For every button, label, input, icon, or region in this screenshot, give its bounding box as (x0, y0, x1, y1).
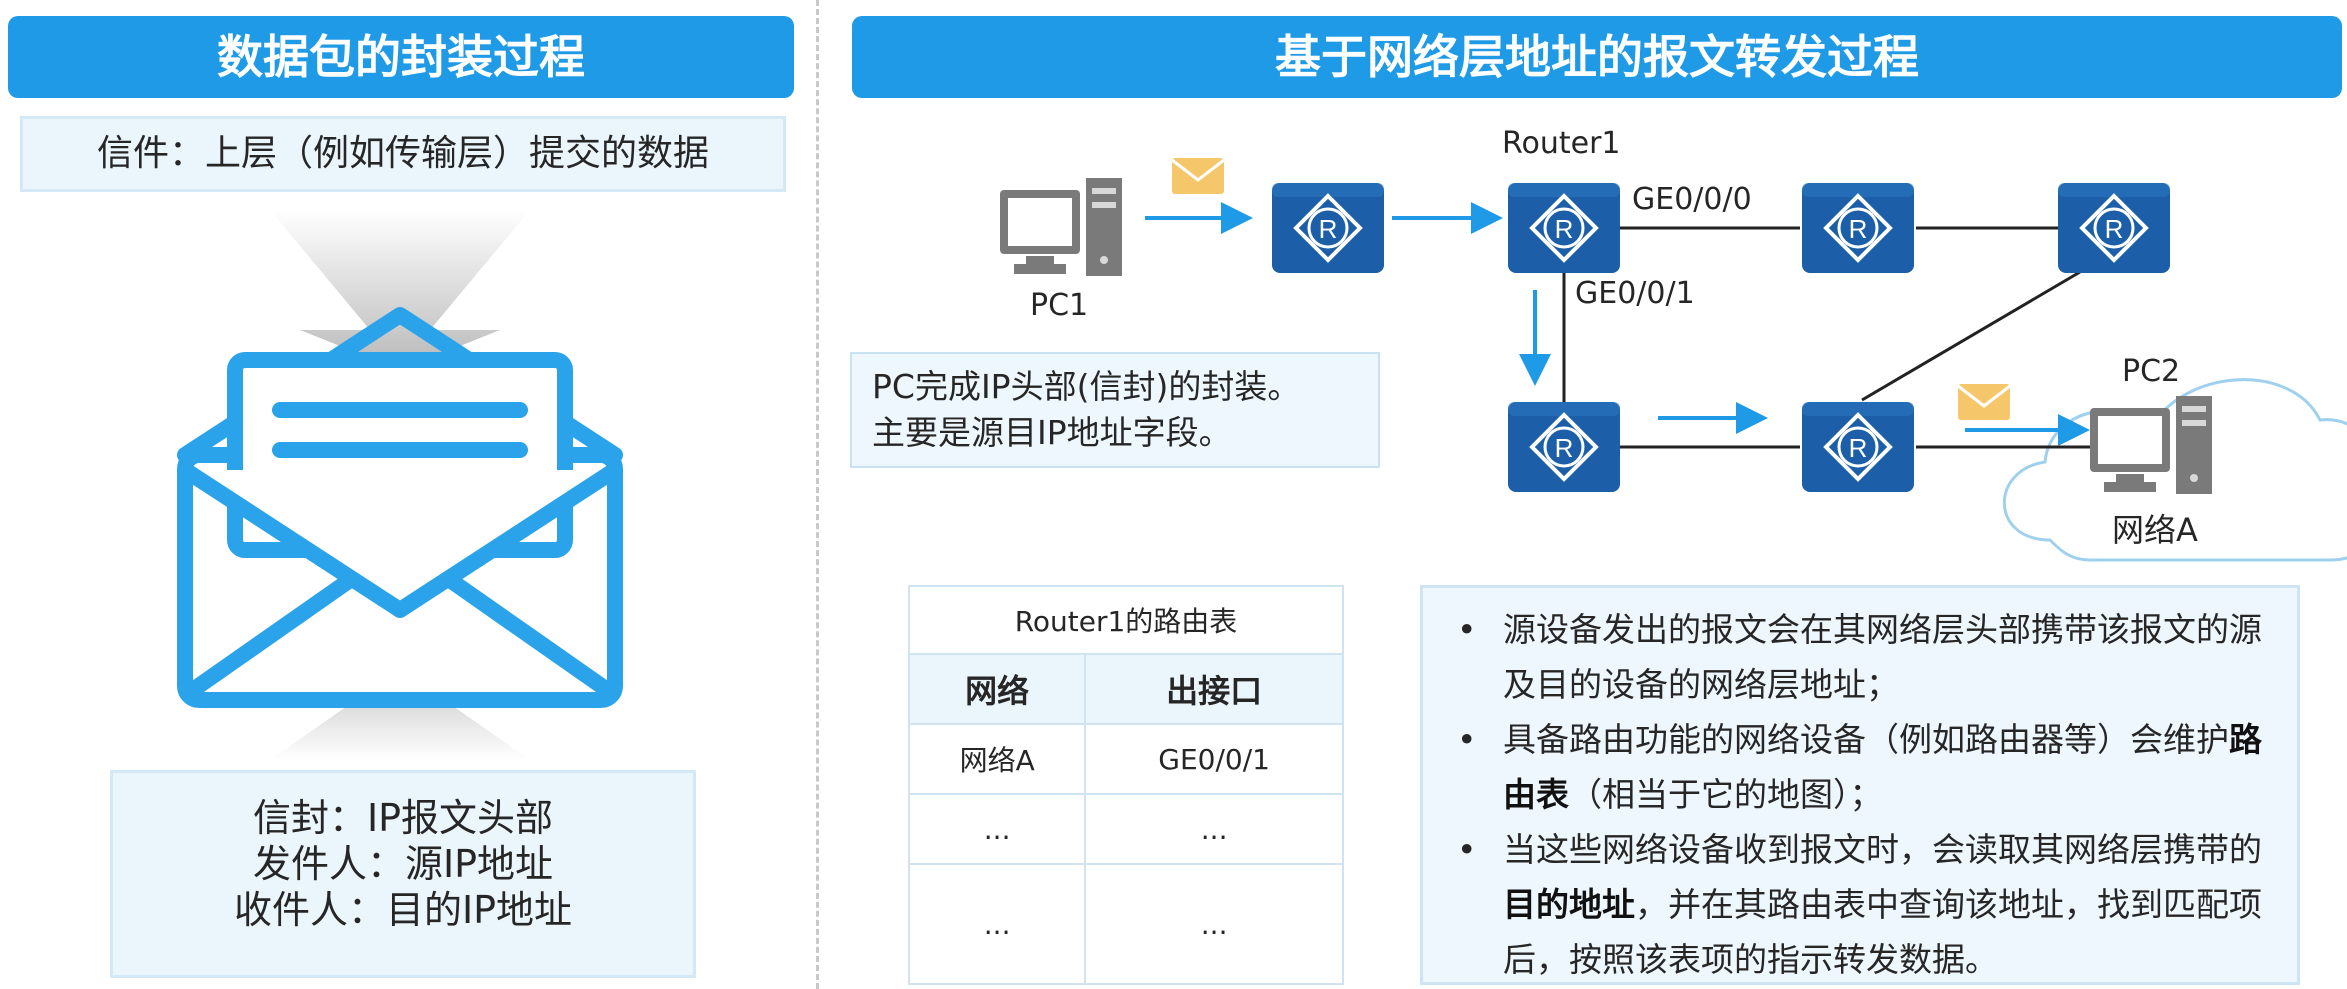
network-a-label: 网络A (2112, 511, 2198, 549)
list-item: • 当这些网络设备收到报文时，会读取其网络层携带的目的地址，并在其路由表中查询该… (1443, 822, 2277, 987)
table-row: ... ... (907, 863, 1344, 985)
router-icon (1800, 181, 1916, 275)
routing-table-header-interface: 出接口 (1084, 653, 1344, 725)
forwarding-notes: • 源设备发出的报文会在其网络层头部携带该报文的源及目的设备的网络层地址； • … (1420, 585, 2300, 985)
list-item: • 源设备发出的报文会在其网络层头部携带该报文的源及目的设备的网络层地址； (1443, 602, 2277, 712)
pc-icon (1000, 178, 1122, 276)
note-text: 源设备发出的报文会在其网络层头部携带该报文的源及目的设备的网络层地址； (1503, 610, 2262, 704)
note-bold: 路由表 (1503, 720, 2262, 814)
note-text: ，并在其路由表中查询该地址，找到匹配项后，按照该表项的指示转发数据。 (1503, 885, 2262, 979)
router-icon (1800, 400, 1916, 494)
table-cell: ... (907, 863, 1087, 985)
routing-table-header-network: 网络 (907, 653, 1087, 725)
table-cell: 网络A (907, 723, 1087, 795)
pc-encapsulation-callout: PC完成IP头部(信封)的封装。 主要是源目IP地址字段。 (850, 352, 1380, 468)
envelope-line-header: 信封：IP报文头部 (252, 796, 554, 840)
pc1-label: PC1 (1030, 288, 1089, 323)
down-funnel-arrow (270, 210, 530, 370)
router-icon (1506, 181, 1622, 275)
router-icon (1270, 181, 1386, 275)
list-item: • 具备路由功能的网络设备（例如路由器等）会维护路由表（相当于它的地图）； (1443, 712, 2277, 822)
bullet: • (1457, 720, 1477, 759)
envelope-icon (1171, 158, 1225, 194)
pc2-label: PC2 (2122, 354, 2181, 389)
bullet: • (1457, 610, 1477, 649)
note-text: 具备路由功能的网络设备（例如路由器等）会维护 (1503, 720, 2229, 759)
open-envelope-icon (177, 307, 623, 708)
envelope-description: 信封：IP报文头部 发件人：源IP地址 收件人：目的IP地址 (110, 770, 696, 978)
table-cell: GE0/0/1 (1084, 723, 1344, 795)
router1-label: Router1 (1502, 126, 1621, 161)
table-row: 网络A GE0/0/1 (907, 723, 1344, 795)
table-row: ... ... (907, 793, 1344, 865)
routing-table-caption: Router1的路由表 (908, 585, 1344, 655)
table-cell: ... (1084, 793, 1344, 865)
network-links (1562, 226, 2090, 449)
callout-line-2: 主要是源目IP地址字段。 (872, 413, 1232, 452)
encapsulation-title: 数据包的封装过程 (8, 16, 794, 98)
table-cell: ... (907, 793, 1087, 865)
router-icon (2056, 181, 2172, 275)
ge000-label: GE0/0/0 (1632, 182, 1752, 217)
bullet: • (1457, 830, 1477, 869)
envelope-icon (1957, 384, 2011, 420)
note-bold: 目的地址 (1503, 885, 1635, 924)
table-cell: ... (1084, 863, 1344, 985)
note-text: （相当于它的地图）； (1569, 775, 1883, 814)
ge001-label: GE0/0/1 (1575, 276, 1695, 311)
encapsulation-illustration (177, 210, 623, 760)
callout-line-1: PC完成IP头部(信封)的封装。 (872, 367, 1301, 406)
note-text: 当这些网络设备收到报文时，会读取其网络层携带的 (1503, 830, 2262, 869)
forwarding-title: 基于网络层地址的报文转发过程 (852, 16, 2342, 98)
envelope-line-recipient: 收件人：目的IP地址 (233, 888, 573, 932)
router-icon (1506, 400, 1622, 494)
envelope-line-sender: 发件人：源IP地址 (252, 842, 554, 886)
letter-label: 信件：上层（例如传输层）提交的数据 (20, 116, 786, 192)
panel-divider (816, 0, 819, 989)
routing-table: Router1的路由表 网络 出接口 网络A GE0/0/1 ... ... .… (907, 585, 1344, 985)
